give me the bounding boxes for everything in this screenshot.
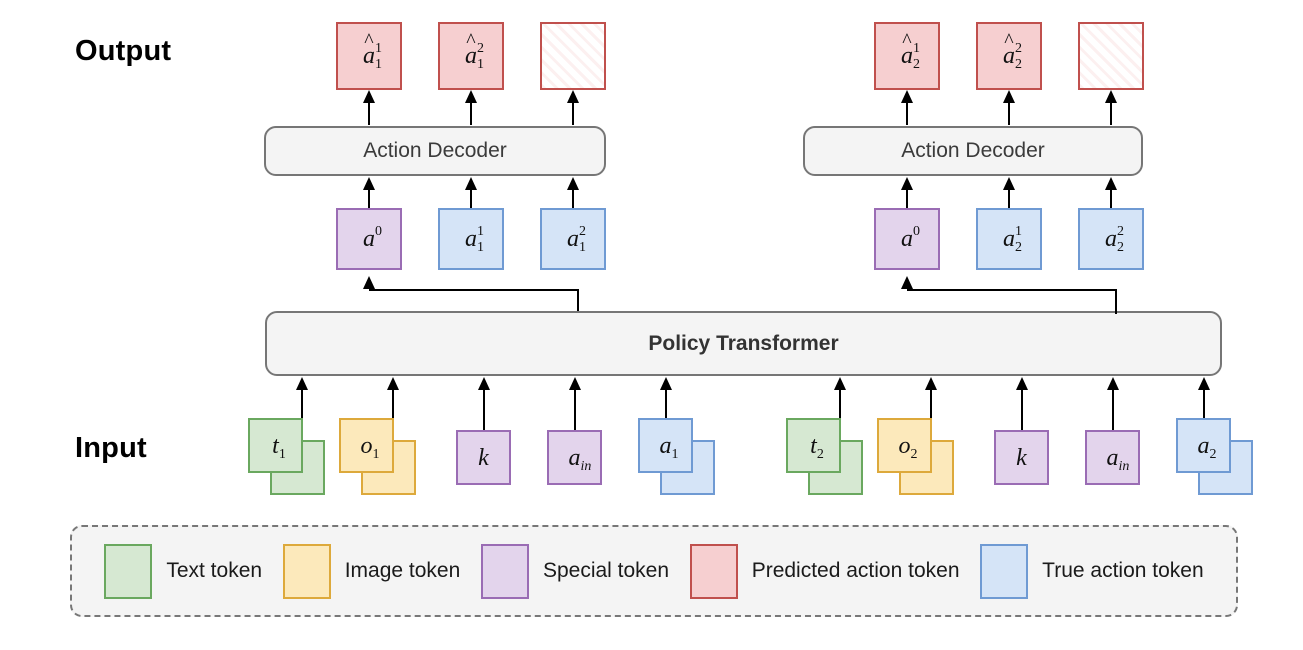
special-token: k [456, 430, 511, 485]
token-subscript: 2 [816, 446, 824, 462]
arrow-up-icon [574, 388, 576, 430]
token-subscript: 1 [579, 240, 586, 255]
token-subscript: in [580, 458, 592, 474]
legend-label: Predicted action token [751, 559, 960, 582]
input-row-label: Input [75, 432, 147, 464]
token-superscript: 1 [1015, 224, 1022, 239]
token-subscript: 1 [671, 446, 679, 462]
token-subscript: 2 [1015, 240, 1022, 255]
token-superscript: 2 [477, 41, 484, 56]
legend-label: Special token [542, 559, 670, 582]
arrow-up-icon [1008, 101, 1010, 125]
true-action-token-swatch-icon [980, 543, 1029, 599]
text-token-swatch-icon [104, 543, 153, 599]
legend-item-predicted-action-token: Predicted action token [689, 543, 960, 599]
token-subscript: in [1118, 458, 1130, 474]
token-superscript: 2 [1015, 41, 1022, 56]
arrow-up-icon [1203, 388, 1205, 418]
legend-panel: Text token Image token Special token Pre… [70, 525, 1238, 617]
arrow-up-icon [368, 188, 370, 210]
arrow-up-icon [1021, 388, 1023, 430]
token-subscript: 1 [278, 446, 286, 462]
token-superscript: 2 [1117, 224, 1124, 239]
arrow-up-icon [470, 101, 472, 125]
arrow-up-icon [665, 388, 667, 418]
legend-item-text-token: Text token [104, 543, 263, 599]
residual-elbow-connector [901, 276, 1117, 314]
arrow-up-icon [392, 388, 394, 418]
arrow-up-icon [906, 101, 908, 125]
token-subscript: 1 [375, 57, 382, 72]
legend-label: Image token [344, 559, 461, 582]
action-decoder-module[interactable]: Action Decoder [264, 126, 606, 176]
token-subscript: 1 [372, 446, 380, 462]
token-subscript: 1 [477, 57, 484, 72]
token-superscript: 0 [375, 224, 382, 239]
token-subscript: 2 [1209, 446, 1217, 462]
arrow-up-icon [470, 188, 472, 210]
image-token-swatch-icon [282, 543, 331, 599]
token-subscript: 2 [910, 446, 918, 462]
legend-label: True action token [1042, 559, 1204, 582]
predicted-action-token-placeholder [540, 22, 606, 90]
arrow-up-icon [906, 188, 908, 210]
arrow-up-icon [1008, 188, 1010, 210]
policy-transformer-module[interactable]: Policy Transformer [265, 311, 1222, 376]
arrow-up-icon [301, 388, 303, 418]
arrow-up-icon [572, 188, 574, 210]
token-subscript: 2 [1117, 240, 1124, 255]
token-subscript: 2 [1015, 57, 1022, 72]
token-base: k [1016, 444, 1027, 471]
token-base: k [478, 444, 489, 471]
token-superscript: 1 [913, 41, 920, 56]
arrow-up-icon [1110, 101, 1112, 125]
special-token-swatch-icon [480, 543, 529, 599]
token-superscript: 1 [375, 41, 382, 56]
arrow-up-icon [839, 388, 841, 418]
token-subscript: 2 [913, 57, 920, 72]
action-decoder-module[interactable]: Action Decoder [803, 126, 1143, 176]
token-superscript: 2 [579, 224, 586, 239]
residual-elbow-connector [363, 276, 579, 314]
token-superscript: 1 [477, 224, 484, 239]
arrow-up-icon [930, 388, 932, 418]
legend-item-true-action-token: True action token [980, 543, 1204, 599]
token-superscript: 0 [913, 224, 920, 239]
special-token: k [994, 430, 1049, 485]
predicted-action-token-placeholder [1078, 22, 1144, 90]
predicted-action-token-swatch-icon [689, 543, 738, 599]
arrow-up-icon [368, 101, 370, 125]
arrow-up-icon [1110, 188, 1112, 210]
arrow-up-icon [483, 388, 485, 430]
legend-item-special-token: Special token [480, 543, 670, 599]
arrow-up-icon [1112, 388, 1114, 430]
token-subscript: 1 [477, 240, 484, 255]
legend-label: Text token [166, 559, 263, 582]
output-row-label: Output [75, 35, 172, 67]
arrow-up-icon [572, 101, 574, 125]
legend-item-image-token: Image token [282, 543, 461, 599]
